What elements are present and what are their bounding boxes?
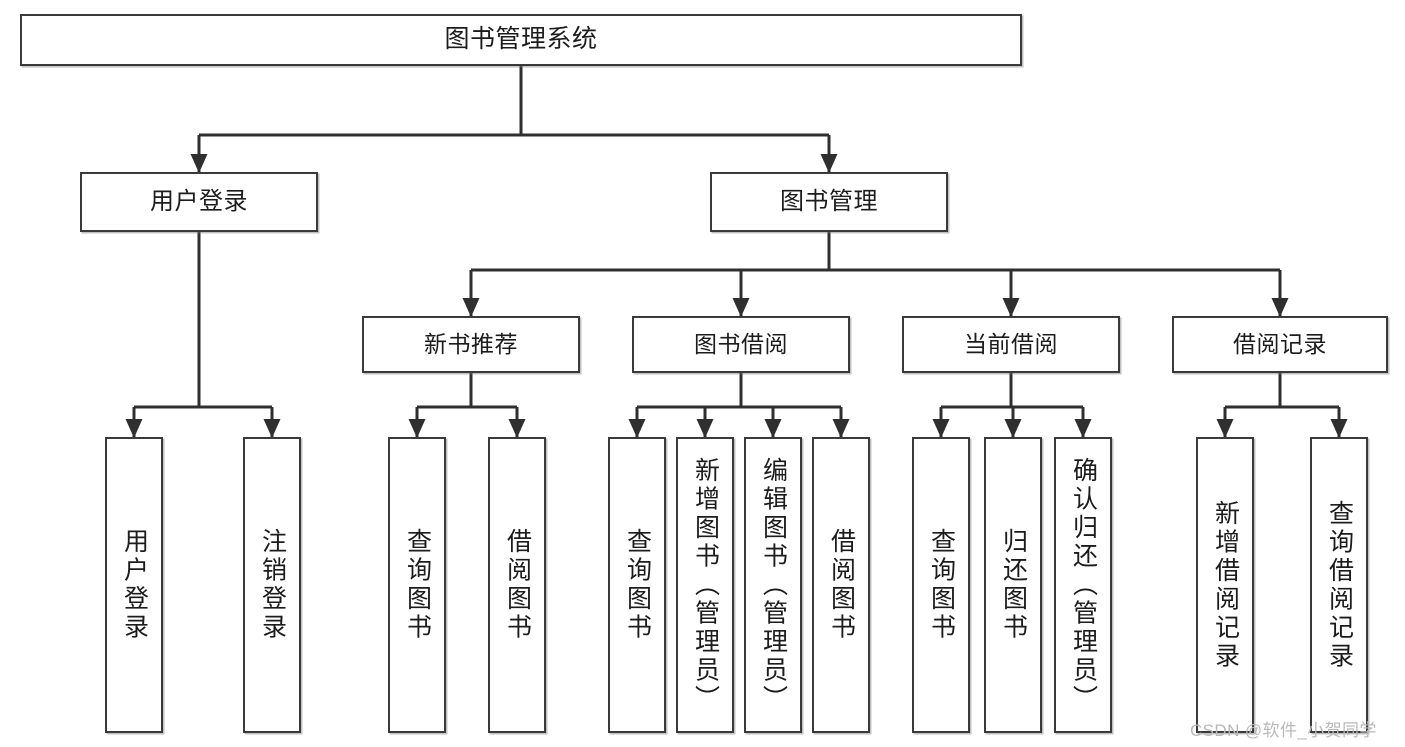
node-label-leaf-br-query: 查询借阅记录: [1325, 499, 1354, 671]
arrowhead-new-book-rec: [462, 298, 480, 317]
arrowhead-leaf-rec-query: [408, 419, 426, 438]
node-label-root: 图书管理系统: [444, 25, 598, 54]
arrowhead-leaf-bb-query: [628, 419, 646, 438]
node-label-leaf-cb-query: 查询图书: [927, 528, 956, 642]
node-label-leaf-bb-edit: 编辑图书（管理员）: [759, 456, 788, 714]
node-label-user-login: 用户登录: [150, 187, 248, 215]
arrowhead-borrow-record: [1271, 298, 1289, 317]
node-root[interactable]: 图书管理系统: [20, 14, 1022, 66]
arrowhead-leaf-cb-query: [932, 419, 950, 438]
node-label-leaf-rec-borrow: 借阅图书: [503, 528, 532, 642]
node-user-login[interactable]: 用户登录: [80, 172, 318, 232]
node-label-leaf-bb-borrow: 借阅图书: [827, 528, 856, 642]
arrowhead-user-login: [190, 154, 208, 173]
node-label-book-manage: 图书管理: [780, 187, 878, 215]
node-leaf-bb-add[interactable]: 新增图书（管理员）: [676, 437, 734, 733]
arrowhead-leaf-user-logout: [263, 419, 281, 438]
node-leaf-user-logout[interactable]: 注销登录: [243, 437, 301, 733]
node-label-leaf-bb-query: 查询图书: [623, 528, 652, 642]
arrowhead-current-borrow: [1002, 298, 1020, 317]
node-book-borrow[interactable]: 图书借阅: [632, 316, 850, 373]
node-leaf-user-login[interactable]: 用户登录: [105, 437, 163, 733]
arrowhead-leaf-user-login: [125, 419, 143, 438]
node-borrow-record[interactable]: 借阅记录: [1172, 316, 1388, 373]
node-leaf-cb-query[interactable]: 查询图书: [912, 437, 970, 733]
node-label-leaf-user-logout: 注销登录: [258, 528, 287, 642]
node-leaf-br-query[interactable]: 查询借阅记录: [1310, 437, 1368, 733]
node-book-manage[interactable]: 图书管理: [710, 172, 948, 232]
node-label-leaf-cb-return: 归还图书: [999, 528, 1028, 642]
node-leaf-bb-edit[interactable]: 编辑图书（管理员）: [744, 437, 802, 733]
node-leaf-cb-return[interactable]: 归还图书: [984, 437, 1042, 733]
arrowhead-leaf-br-add: [1216, 419, 1234, 438]
arrowhead-leaf-rec-borrow: [508, 419, 526, 438]
node-label-new-book-rec: 新书推荐: [424, 330, 518, 357]
arrowhead-leaf-bb-edit: [764, 419, 782, 438]
node-label-leaf-cb-confirm: 确认归还（管理员）: [1069, 456, 1098, 714]
node-leaf-bb-borrow[interactable]: 借阅图书: [812, 437, 870, 733]
node-label-book-borrow: 图书借阅: [694, 330, 788, 357]
arrowhead-leaf-cb-confirm: [1074, 419, 1092, 438]
node-current-borrow[interactable]: 当前借阅: [902, 316, 1120, 373]
node-leaf-br-add[interactable]: 新增借阅记录: [1196, 437, 1254, 733]
node-label-borrow-record: 借阅记录: [1233, 330, 1327, 357]
node-new-book-rec[interactable]: 新书推荐: [362, 316, 580, 373]
node-label-leaf-user-login: 用户登录: [120, 528, 149, 642]
arrowhead-book-manage: [820, 154, 838, 173]
arrowhead-leaf-bb-add: [696, 419, 714, 438]
node-label-leaf-br-add: 新增借阅记录: [1211, 499, 1240, 671]
node-label-leaf-rec-query: 查询图书: [403, 528, 432, 642]
arrowhead-leaf-bb-borrow: [832, 419, 850, 438]
arrowhead-leaf-cb-return: [1004, 419, 1022, 438]
node-leaf-rec-query[interactable]: 查询图书: [388, 437, 446, 733]
arrowhead-leaf-br-query: [1330, 419, 1348, 438]
node-label-leaf-bb-add: 新增图书（管理员）: [691, 456, 720, 714]
node-leaf-rec-borrow[interactable]: 借阅图书: [488, 437, 546, 733]
node-leaf-bb-query[interactable]: 查询图书: [608, 437, 666, 733]
node-label-current-borrow: 当前借阅: [964, 330, 1058, 357]
arrowhead-book-borrow: [732, 298, 750, 317]
node-leaf-cb-confirm[interactable]: 确认归还（管理员）: [1054, 437, 1112, 733]
